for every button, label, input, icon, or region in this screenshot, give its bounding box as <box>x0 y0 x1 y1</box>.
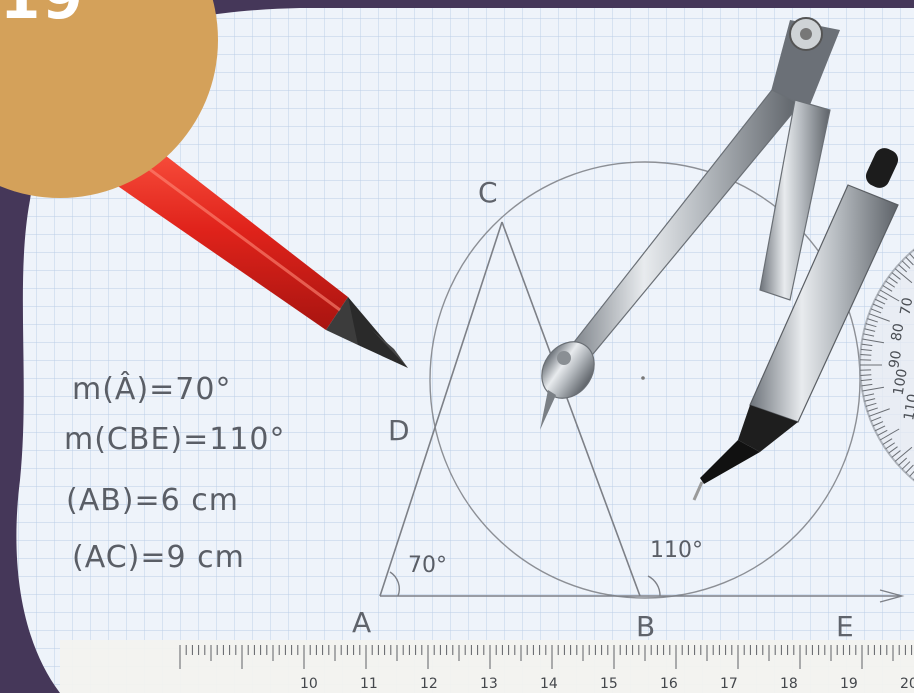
note-length-ac: (AC)=9 cm <box>72 540 245 575</box>
protractor-number: 90 <box>886 349 905 369</box>
point-label-a: A <box>352 606 372 639</box>
angle-label-b: 110° <box>650 538 703 563</box>
note-angle-a: m(Â)=70° <box>72 372 232 407</box>
ruler-number: 10 <box>300 676 318 692</box>
ruler-number: 15 <box>600 676 618 692</box>
protractor-number: 70 <box>898 296 914 316</box>
ruler-number: 16 <box>660 676 678 692</box>
point-label-c: C <box>478 176 498 209</box>
angle-label-a: 70° <box>408 553 447 578</box>
ruler-number: 17 <box>720 676 738 692</box>
ruler-number: 13 <box>480 676 498 692</box>
compass <box>540 17 840 430</box>
mechanical-pencil <box>692 148 899 501</box>
segment-ac <box>379 221 503 597</box>
badge <box>0 0 218 198</box>
ruler-number: 14 <box>540 676 558 692</box>
note-angle-cbe: m(CBE)=110° <box>64 422 286 457</box>
protractor-number: 80 <box>889 322 908 342</box>
ruler-number: 11 <box>360 676 378 692</box>
ruler-number: 18 <box>780 676 798 692</box>
note-length-ab: (AB)=6 cm <box>66 483 239 518</box>
ruler-number: 12 <box>420 676 438 692</box>
point-label-e: E <box>836 610 854 643</box>
protractor-number: 110 <box>901 393 914 422</box>
segment-bc <box>501 221 641 597</box>
point-label-b: B <box>636 610 656 643</box>
ruler-number: 20 <box>900 676 914 692</box>
protractor-number: 100 <box>891 367 911 396</box>
ruler-number: 19 <box>840 676 858 692</box>
point-label-d: D <box>388 414 410 447</box>
badge-number: 19 <box>0 0 85 32</box>
ruler: 10 11 12 13 14 15 16 17 18 19 20 <box>60 640 914 693</box>
